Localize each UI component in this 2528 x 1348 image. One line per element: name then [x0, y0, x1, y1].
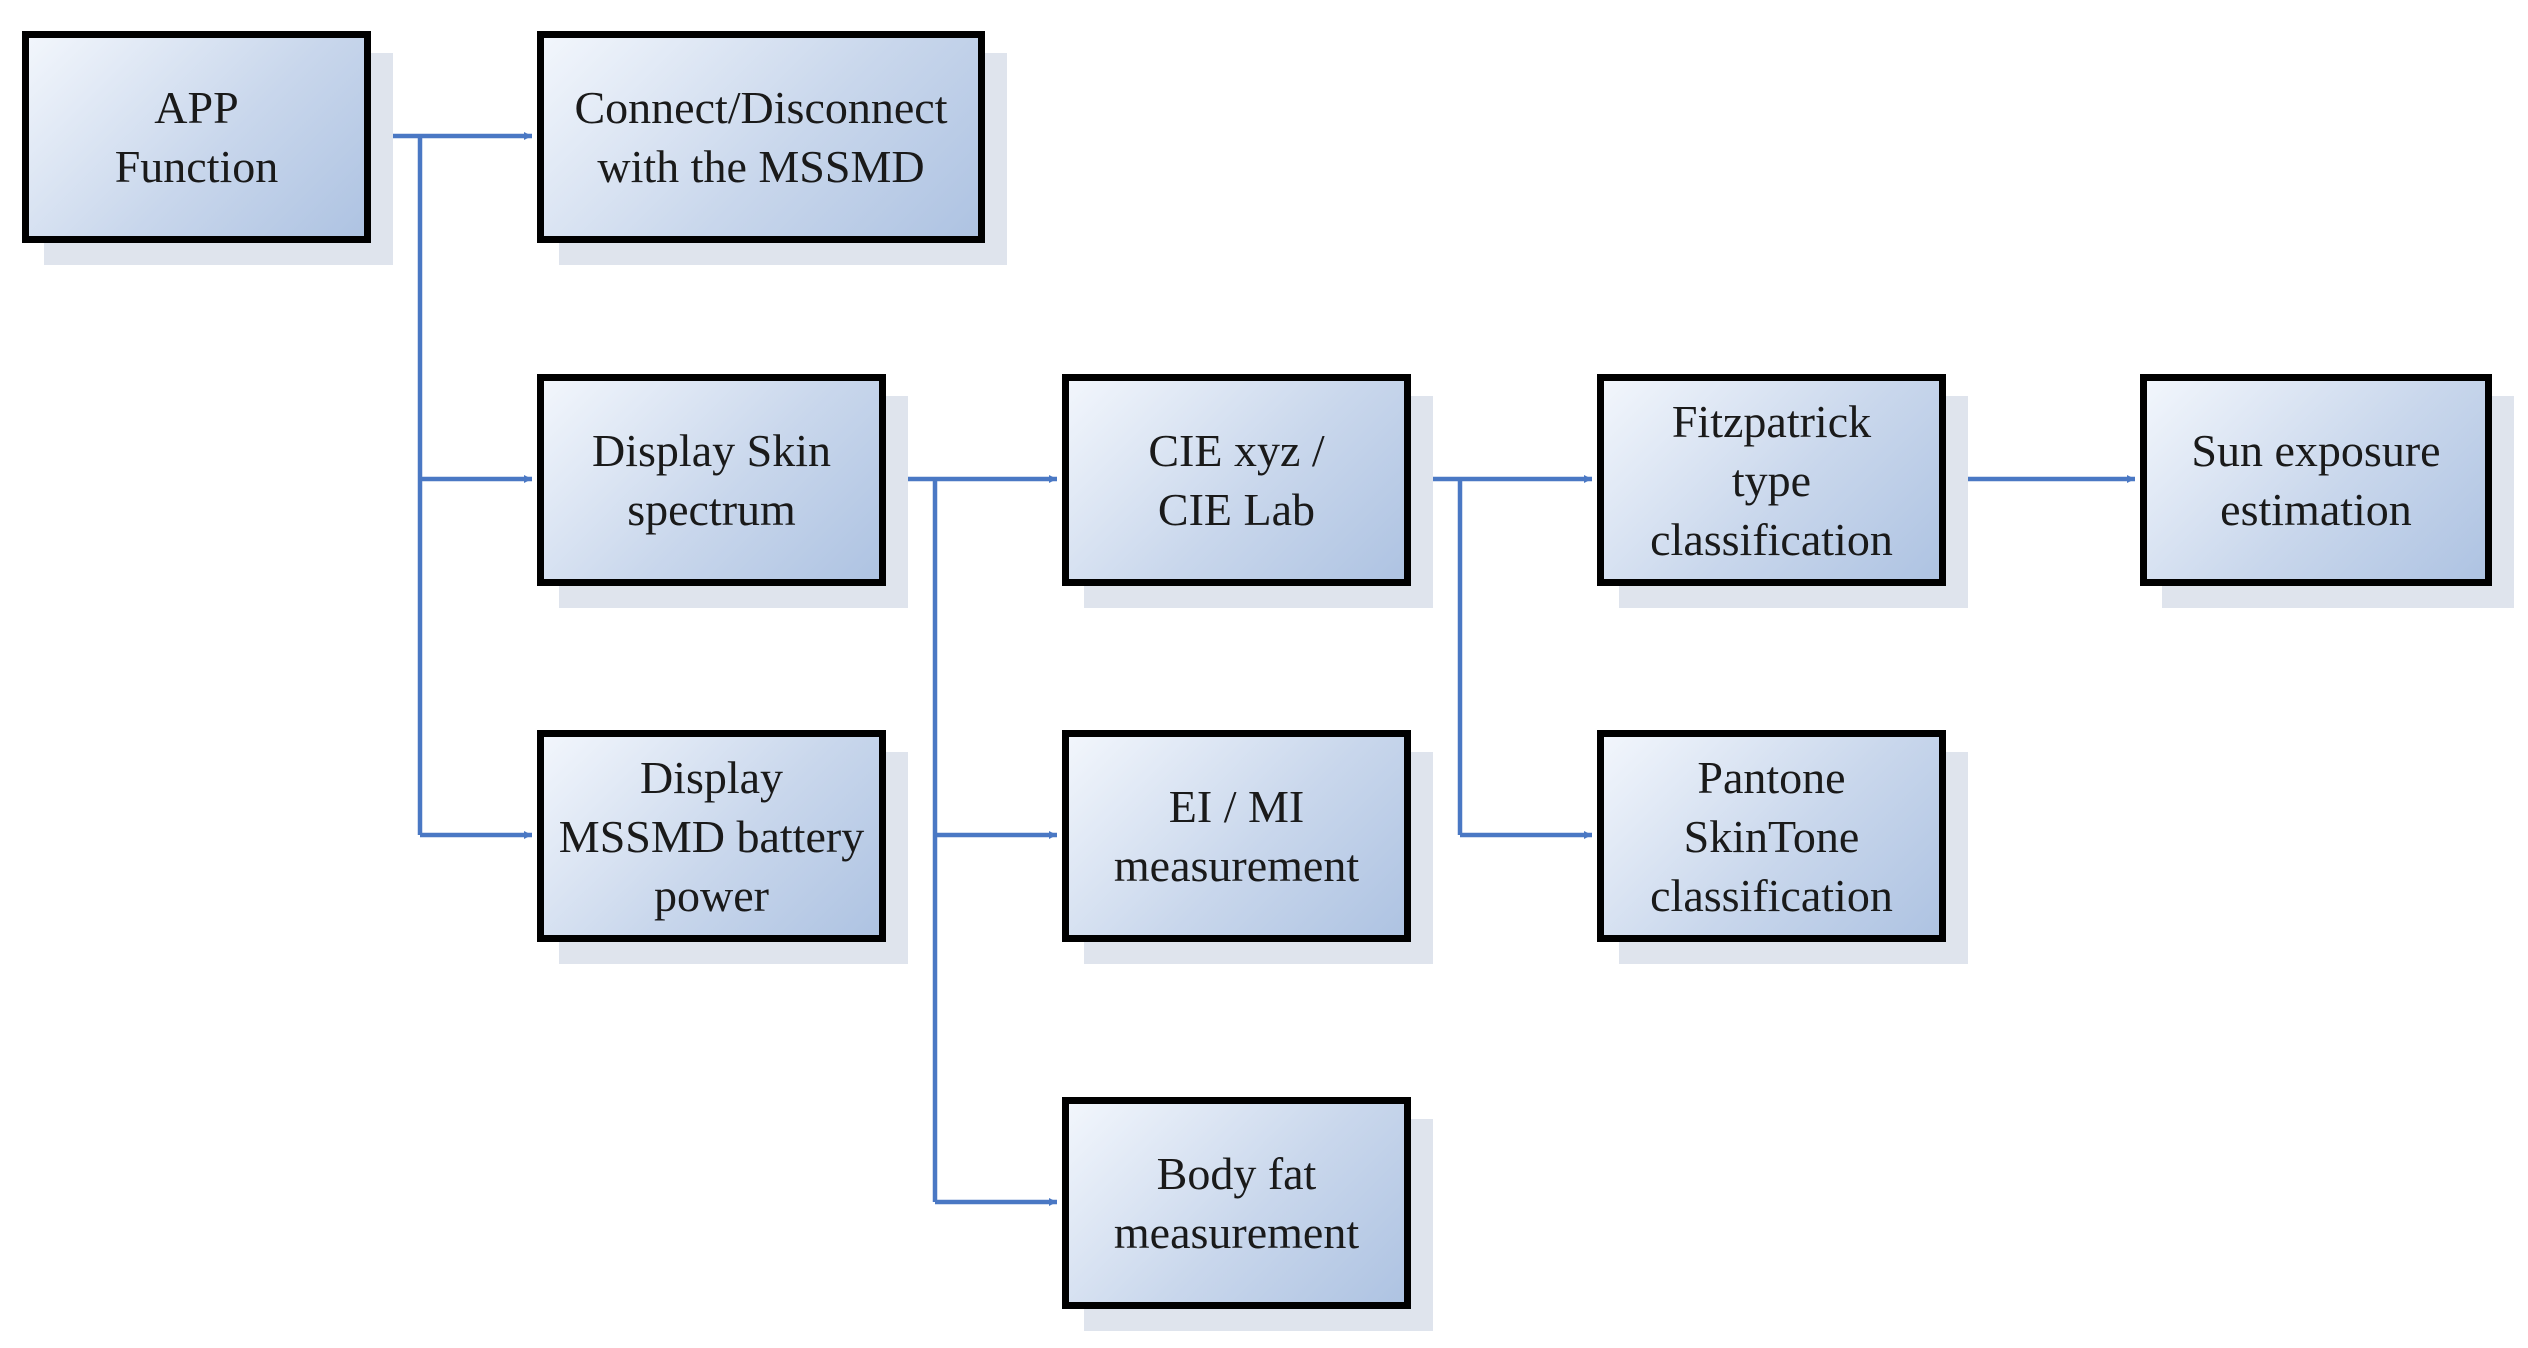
node-fitzpatrick-classification: Fitzpatrick type classification — [1597, 374, 1946, 586]
node-label: Body fat measurement — [1113, 1148, 1360, 1258]
node-display-battery-power: Display MSSMD battery power — [537, 730, 886, 942]
node-sun-exposure-estimation: Sun exposure estimation — [2140, 374, 2492, 586]
node-label: APP Function — [114, 82, 279, 192]
node-label: CIE xyz / CIE Lab — [1148, 425, 1325, 535]
node-label: EI / MI measurement — [1113, 781, 1360, 891]
node-label: Pantone SkinTone classification — [1650, 751, 1893, 921]
node-label: Display Skin spectrum — [592, 425, 831, 535]
node-label: Display MSSMD battery power — [558, 751, 865, 921]
node-cie-xyz-lab: CIE xyz / CIE Lab — [1062, 374, 1411, 586]
node-label: Sun exposure estimation — [2191, 425, 2441, 535]
node-ei-mi-measurement: EI / MI measurement — [1062, 730, 1411, 942]
node-label: Connect/Disconnect with the MSSMD — [574, 82, 948, 192]
node-connect-disconnect: Connect/Disconnect with the MSSMD — [537, 31, 985, 243]
node-body-fat-measurement: Body fat measurement — [1062, 1097, 1411, 1309]
node-display-skin-spectrum: Display Skin spectrum — [537, 374, 886, 586]
node-label: Fitzpatrick type classification — [1650, 395, 1893, 565]
node-app-function: APP Function — [22, 31, 371, 243]
node-pantone-classification: Pantone SkinTone classification — [1597, 730, 1946, 942]
